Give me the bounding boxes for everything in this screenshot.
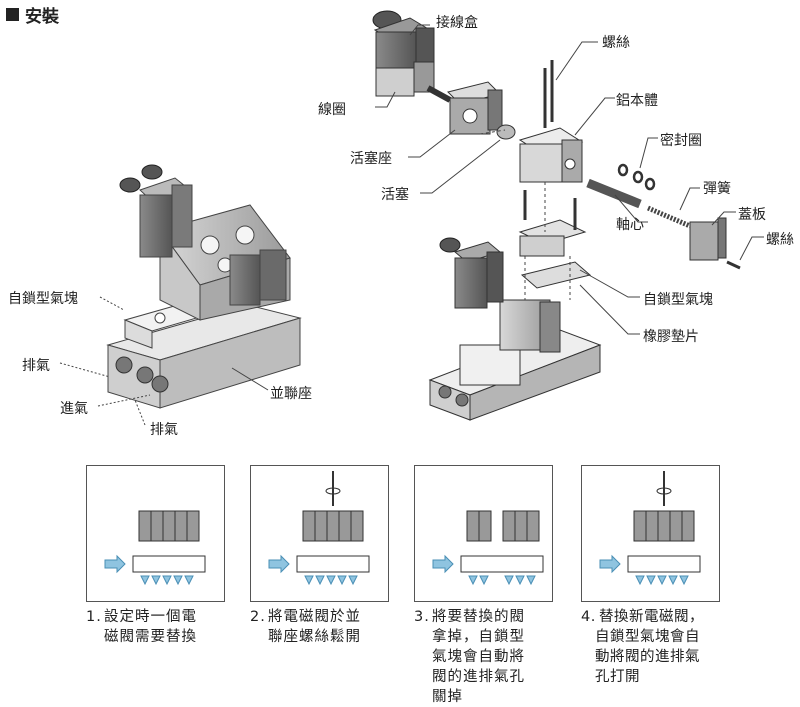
- label-screw-top: 螺絲: [602, 35, 630, 51]
- label-aluminum-body: 鋁本體: [616, 93, 658, 109]
- label-cover-plate: 蓋板: [738, 207, 766, 223]
- step-3-panel: [414, 465, 553, 602]
- step-4-panel: [581, 465, 720, 602]
- label-piston-seat: 活塞座: [350, 151, 392, 167]
- step-2-panel: [250, 465, 389, 602]
- intake-arrow-icon: [104, 554, 126, 574]
- intake-arrow-icon: [268, 554, 290, 574]
- step-text-line: 關掉: [432, 689, 463, 705]
- step-text-line: 閥的進排氣孔: [432, 669, 525, 685]
- intake-arrow-icon: [599, 554, 621, 574]
- step-2-illustration: [268, 471, 370, 586]
- label-spool: 軸心: [616, 217, 644, 233]
- step-text-line: 將要替換的閥: [432, 609, 525, 625]
- right-exploded-assembly: [372, 10, 764, 421]
- label-spring: 彈簧: [703, 181, 731, 197]
- label-exhaust-1: 排氣: [22, 358, 50, 374]
- title-square-icon: [6, 8, 19, 21]
- left-assembly: [59, 164, 302, 426]
- step-4-illustration: [599, 471, 701, 586]
- step-text-line: 自鎖型氣塊會自: [595, 629, 700, 645]
- step-text-line: 設定時一個電: [104, 609, 197, 625]
- step-number: 1.: [86, 609, 102, 625]
- step-number: 4.: [581, 609, 596, 625]
- step-text-line: 拿掉，自鎖型: [432, 629, 525, 645]
- label-junction-box: 接線盒: [436, 15, 478, 31]
- label-rubber-gasket: 橡膠墊片: [643, 329, 699, 345]
- step-text-line: 氣塊會自動將: [432, 649, 525, 665]
- label-exhaust-2: 排氣: [150, 422, 178, 438]
- step-number: 3.: [414, 609, 430, 625]
- intake-arrow-icon: [432, 554, 454, 574]
- page-title: 安裝: [6, 2, 59, 27]
- label-manifold: 並聯座: [270, 386, 312, 402]
- label-piston: 活塞: [381, 187, 409, 203]
- step-1-illustration: [104, 510, 206, 586]
- label-coil: 線圈: [318, 102, 346, 118]
- step-text-line: 磁閥需要替換: [104, 629, 197, 645]
- installation-diagram: [59, 10, 764, 426]
- page-title-text: 安裝: [25, 7, 59, 27]
- step-2-caption: 2.將電磁閥於並 聯座螺絲鬆開: [250, 607, 361, 647]
- step-3-illustration: [432, 510, 544, 586]
- step-text-line: 將電磁閥於並: [268, 609, 361, 625]
- label-self-lock-left: 自鎖型氣塊: [8, 291, 78, 307]
- step-text-line: 動將閥的進排氣: [595, 649, 700, 665]
- step-number: 2.: [250, 609, 266, 625]
- label-seal-ring: 密封圈: [660, 133, 702, 149]
- step-text-line: 聯座螺絲鬆開: [268, 629, 361, 645]
- step-1-caption: 1.設定時一個電 磁閥需要替換: [86, 607, 197, 647]
- step-4-caption: 4.替換新電磁閥， 自鎖型氣塊會自 動將閥的進排氣 孔打開: [581, 607, 704, 687]
- step-3-caption: 3.將要替換的閥 拿掉，自鎖型 氣塊會自動將 閥的進排氣孔 關掉: [414, 607, 525, 707]
- label-screw-right: 螺絲: [766, 232, 794, 248]
- label-self-lock-right: 自鎖型氣塊: [643, 292, 713, 308]
- label-intake: 進氣: [60, 401, 88, 417]
- step-text-line: 替換新電磁閥，: [599, 609, 704, 625]
- step-text-line: 孔打開: [595, 669, 640, 685]
- step-1-panel: [86, 465, 225, 602]
